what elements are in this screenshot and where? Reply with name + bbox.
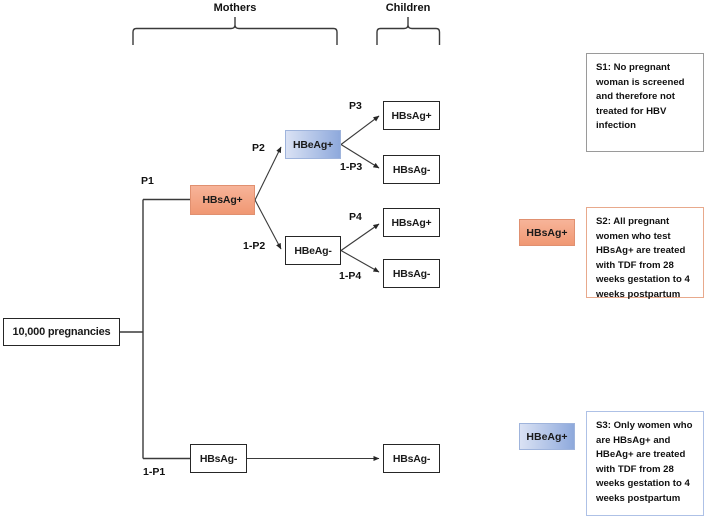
node-child-mothernegative-hbsag-negative[interactable]: HBsAg- — [383, 444, 440, 473]
legend-s1-text: S1: No pregnant woman is screened and th… — [596, 62, 685, 132]
edge-hbsag-pos-to-hbeag-pos — [254, 146, 282, 201]
branch-label-1-minus-p1: 1-P1 — [143, 466, 166, 478]
legend-swatch-hbeag-positive: HBeAg+ — [519, 423, 575, 450]
branch-label-p4: P4 — [349, 211, 362, 223]
branch-label-p1: P1 — [141, 175, 154, 187]
branch-label-p2: P2 — [252, 142, 265, 154]
node-mother-hbsag-positive[interactable]: HBsAg+ — [190, 185, 255, 215]
legend-s3-text: S3: Only women who are HBsAg+ and HBeAg+… — [596, 420, 693, 504]
node-label: 10,000 pregnancies — [12, 326, 111, 338]
node-child-hbeagpos-hbsag-positive[interactable]: HBsAg+ — [383, 101, 440, 130]
bracket-mothers — [132, 17, 338, 45]
branch-label-1-minus-p2: 1-P2 — [243, 240, 266, 252]
bracket-label-children: Children — [385, 2, 431, 14]
node-child-hbeagpos-hbsag-negative[interactable]: HBsAg- — [383, 155, 440, 184]
legend-swatch-label: HBeAg+ — [526, 430, 568, 443]
node-label: HBsAg+ — [391, 216, 432, 229]
legend-swatch-label: HBsAg+ — [526, 226, 568, 239]
node-label: HBeAg+ — [293, 138, 333, 151]
node-mother-hbeag-negative[interactable]: HBeAg- — [285, 236, 341, 265]
node-mother-hbeag-positive[interactable]: HBeAg+ — [285, 130, 341, 159]
branch-label-1-minus-p3: 1-P3 — [340, 161, 363, 173]
edge-hbeag-neg-to-child-b-pos — [340, 223, 380, 251]
node-mother-hbsag-negative[interactable]: HBsAg- — [190, 444, 247, 473]
node-label: HBsAg- — [392, 452, 431, 465]
node-child-hbeagneg-hbsag-negative[interactable]: HBsAg- — [383, 259, 440, 288]
legend-s2-text: S2: All pregnant women who test HBsAg+ a… — [596, 216, 690, 300]
node-label: HBsAg- — [392, 163, 431, 176]
branch-label-p3: P3 — [349, 100, 362, 112]
bracket-children — [376, 17, 441, 45]
legend-swatch-hbsag-positive: HBsAg+ — [519, 219, 575, 246]
node-label: HBsAg+ — [391, 109, 432, 122]
node-root-pregnancies[interactable]: 10,000 pregnancies — [3, 318, 120, 346]
node-child-hbeagneg-hbsag-positive[interactable]: HBsAg+ — [383, 208, 440, 237]
node-label: HBsAg+ — [202, 194, 243, 206]
legend-scenario-s3: S3: Only women who are HBsAg+ and HBeAg+… — [586, 411, 704, 516]
legend-scenario-s1: S1: No pregnant woman is screened and th… — [586, 53, 704, 152]
node-label: HBeAg- — [294, 244, 332, 257]
node-label: HBsAg- — [392, 267, 431, 280]
edge-hbeag-pos-to-child-a-pos — [340, 115, 380, 145]
edge-hbsag-pos-to-hbeag-neg — [254, 199, 282, 250]
bracket-label-mothers: Mothers — [213, 2, 257, 14]
node-label: HBsAg- — [199, 452, 238, 465]
edge-hbeag-neg-to-child-b-neg — [340, 250, 380, 273]
edge-hbeag-pos-to-child-a-neg — [340, 144, 380, 169]
branch-label-1-minus-p4: 1-P4 — [339, 270, 362, 282]
legend-scenario-s2: S2: All pregnant women who test HBsAg+ a… — [586, 207, 704, 300]
